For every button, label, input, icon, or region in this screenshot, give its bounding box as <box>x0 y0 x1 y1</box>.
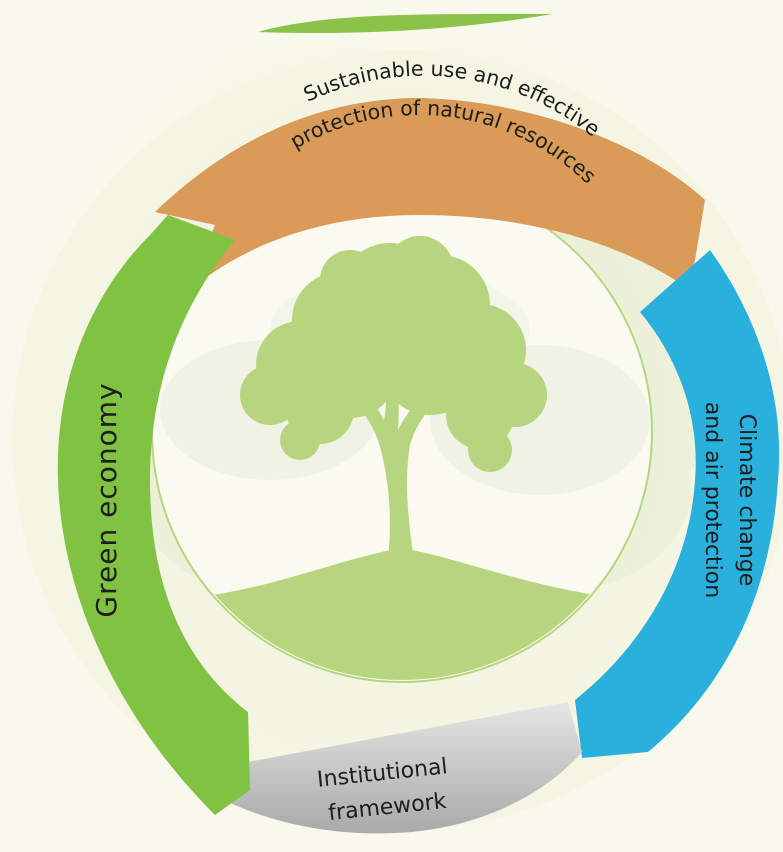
segment-left-label: Green economy <box>90 382 123 617</box>
top-swoosh <box>258 13 553 34</box>
segment-right-arrow <box>575 250 780 758</box>
segment-right-label-line2: and air protection <box>700 402 725 598</box>
segment-top-arrow <box>155 98 705 290</box>
segment-right-label-line1: Climate change <box>734 414 759 587</box>
tree-canopy <box>240 236 547 472</box>
segment-left-arrow <box>57 215 250 815</box>
segment-bottom-arrow <box>205 702 582 834</box>
